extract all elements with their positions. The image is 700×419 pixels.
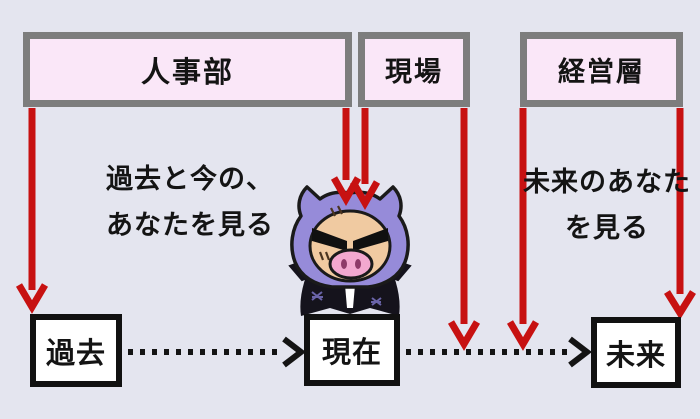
pig-mascot-illustration — [288, 185, 412, 316]
hr-note-line1: 過去と今の、 — [106, 164, 274, 194]
arrow-field-to-present — [349, 108, 381, 211]
arrow-mgmt-to-timeline — [506, 108, 540, 351]
timeline-box-present: 現在 — [304, 314, 400, 386]
dotted-arrow-present-to-future — [406, 336, 592, 368]
mgmt-note-line2: を見る — [565, 213, 649, 243]
timeline-box-past-label: 過去 — [45, 337, 106, 370]
hr-note-line2: あなたを見る — [106, 210, 274, 240]
mgmt-note-line1: 未来のあなた — [523, 167, 691, 197]
arrow-mgmt-to-future — [664, 108, 696, 320]
timeline-box-future: 未来 — [591, 317, 681, 388]
arrow-field-to-timeline — [447, 108, 481, 351]
observer-box-field: 現場 — [358, 32, 470, 107]
observer-box-hr-label: 人事部 — [140, 56, 234, 89]
observer-box-hr: 人事部 — [23, 32, 352, 107]
observer-box-management: 経営層 — [520, 32, 683, 107]
timeline-box-past: 過去 — [30, 314, 122, 387]
timeline-box-present-label: 現在 — [321, 337, 382, 369]
dotted-arrow-past-to-present — [128, 336, 306, 368]
observer-box-management-label: 経営層 — [558, 57, 645, 87]
arrow-hr-to-past — [15, 108, 49, 314]
observer-box-field-label: 現場 — [385, 57, 443, 87]
timeline-box-future-label: 未来 — [605, 339, 666, 372]
